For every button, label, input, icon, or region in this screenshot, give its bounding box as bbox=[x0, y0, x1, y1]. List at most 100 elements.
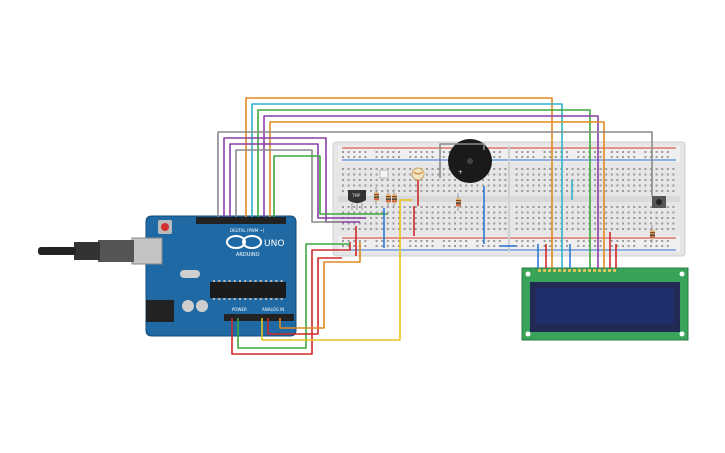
breadboard[interactable] bbox=[332, 141, 686, 257]
arduino-uno[interactable]: ARDUINO UNO DIGITAL (PWM ~) POWER ANALOG… bbox=[131, 215, 297, 337]
chip-pin bbox=[239, 298, 241, 300]
breadboard-hole bbox=[364, 211, 367, 214]
breadboard-hole bbox=[459, 190, 462, 192]
breadboard-hole bbox=[532, 168, 535, 170]
breadboard-hole bbox=[538, 211, 540, 214]
rail-hole bbox=[627, 156, 630, 158]
breadboard-hole bbox=[381, 211, 384, 214]
breadboard-hole bbox=[381, 190, 384, 192]
rail-hole bbox=[566, 151, 568, 153]
breadboard-hole bbox=[342, 222, 344, 225]
breadboard-hole bbox=[655, 217, 658, 219]
breadboard-hole bbox=[375, 211, 378, 214]
breadboard-hole bbox=[599, 168, 602, 170]
rail-hole bbox=[543, 151, 546, 153]
rail-hole bbox=[364, 240, 367, 242]
lcd-pin bbox=[578, 269, 581, 272]
rail-hole bbox=[655, 151, 658, 153]
rail-hole bbox=[409, 151, 412, 153]
rail-hole bbox=[627, 240, 630, 242]
rail-hole bbox=[386, 156, 389, 158]
breadboard-hole bbox=[633, 222, 636, 225]
lcd-display[interactable] bbox=[521, 267, 689, 341]
lcd-pin bbox=[553, 269, 556, 272]
breadboard-hole bbox=[577, 211, 580, 214]
breadboard-hole bbox=[599, 190, 602, 192]
breadboard-hole bbox=[532, 179, 535, 181]
piezo-buzzer[interactable]: + bbox=[448, 139, 492, 183]
breadboard-hole bbox=[420, 206, 423, 208]
breadboard-hole bbox=[392, 179, 395, 181]
rail-hole bbox=[420, 151, 423, 153]
breadboard-hole bbox=[470, 217, 473, 219]
rail-hole bbox=[442, 156, 445, 158]
breadboard-hole bbox=[582, 184, 585, 187]
buzzer-plus-sign: + bbox=[458, 169, 463, 176]
breadboard-hole bbox=[526, 228, 529, 230]
breadboard-hole bbox=[426, 211, 428, 214]
breadboard-hole bbox=[655, 168, 658, 170]
breadboard-hole bbox=[426, 190, 428, 192]
breadboard-hole bbox=[409, 184, 412, 187]
breadboard-hole bbox=[666, 173, 669, 176]
breadboard-hole bbox=[672, 211, 675, 214]
breadboard-hole bbox=[342, 206, 344, 208]
breadboard-hole bbox=[342, 211, 344, 214]
breadboard-hole bbox=[347, 222, 350, 225]
rail-hole bbox=[666, 245, 669, 247]
breadboard-hole bbox=[644, 173, 647, 176]
rail-hole bbox=[381, 245, 384, 247]
breadboard-hole bbox=[470, 228, 473, 230]
rail-hole bbox=[409, 245, 412, 247]
led-component[interactable] bbox=[379, 169, 389, 179]
breadboard-hole bbox=[610, 168, 613, 170]
breadboard-hole bbox=[504, 206, 507, 208]
photoresistor[interactable] bbox=[411, 167, 425, 181]
breadboard-hole bbox=[470, 206, 473, 208]
breadboard-hole bbox=[532, 211, 535, 214]
push-button[interactable] bbox=[652, 196, 666, 208]
breadboard-hole bbox=[420, 190, 423, 192]
breadboard-hole bbox=[521, 179, 524, 181]
breadboard-hole bbox=[633, 211, 636, 214]
breadboard-hole bbox=[442, 211, 445, 214]
rail-hole bbox=[543, 156, 546, 158]
arduino-brand-label: ARDUINO bbox=[236, 252, 260, 258]
breadboard-hole bbox=[666, 168, 669, 170]
breadboard-hole bbox=[566, 206, 568, 208]
breadboard-hole bbox=[543, 190, 546, 192]
rail-hole bbox=[353, 151, 356, 153]
resistor-band bbox=[650, 236, 655, 238]
rail-hole bbox=[616, 156, 619, 158]
breadboard-hole bbox=[566, 211, 568, 214]
rail-hole bbox=[448, 240, 451, 242]
breadboard-hole bbox=[526, 184, 529, 187]
rail-hole bbox=[414, 151, 417, 153]
breadboard-hole bbox=[599, 173, 602, 176]
breadboard-hole bbox=[532, 228, 535, 230]
breadboard-hole bbox=[465, 217, 468, 219]
breadboard-hole bbox=[476, 206, 479, 208]
breadboard-hole bbox=[498, 222, 501, 225]
rail-hole bbox=[554, 151, 557, 153]
temperature-sensor[interactable]: TMP bbox=[348, 190, 366, 210]
breadboard-hole bbox=[487, 173, 490, 176]
rail-hole bbox=[549, 151, 552, 153]
rail-hole bbox=[577, 156, 580, 158]
breadboard-hole bbox=[644, 217, 647, 219]
rail-hole bbox=[414, 245, 417, 247]
breadboard-hole bbox=[442, 222, 445, 225]
rail-hole bbox=[409, 156, 412, 158]
breadboard-hole bbox=[426, 222, 428, 225]
jumper-wire bbox=[245, 97, 553, 268]
rail-hole bbox=[426, 245, 428, 247]
chip-pin bbox=[265, 280, 267, 282]
rail-hole bbox=[381, 240, 384, 242]
resistor-band bbox=[650, 234, 655, 236]
breadboard-hole bbox=[442, 168, 445, 170]
breadboard-hole bbox=[414, 222, 417, 225]
breadboard-hole bbox=[594, 217, 596, 219]
breadboard-hole bbox=[594, 228, 596, 230]
rail-hole bbox=[426, 151, 428, 153]
breadboard-hole bbox=[538, 173, 540, 176]
